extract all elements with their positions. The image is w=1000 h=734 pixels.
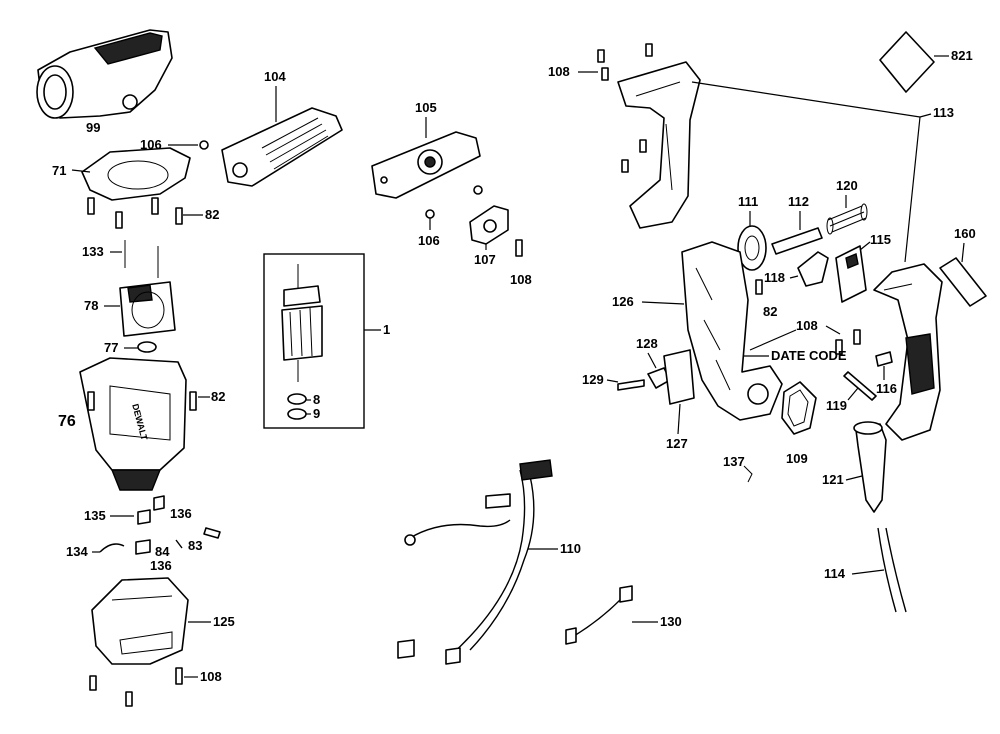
part-133-long-screws	[124, 240, 159, 278]
label-136-b: 136	[150, 558, 172, 573]
part-71-baffle	[81, 147, 191, 201]
part-125-rear-cap	[91, 577, 189, 665]
label-130: 130	[660, 614, 682, 629]
part-82-screw-b	[87, 391, 197, 411]
part-handle-left-half	[617, 61, 701, 229]
part-160-label-strip	[939, 257, 987, 307]
part-106-screw-a	[199, 140, 209, 150]
label-134: 134	[66, 544, 88, 559]
label-113: 113	[933, 105, 954, 120]
label-120: 120	[836, 178, 858, 193]
label-106-b: 106	[418, 233, 440, 248]
label-127: 127	[666, 436, 688, 451]
part-120-spring	[826, 203, 868, 235]
label-78: 78	[84, 298, 98, 313]
label-821: 821	[951, 48, 973, 63]
label-118: 118	[764, 270, 785, 285]
part-114-power-cord	[877, 527, 907, 613]
part-82-screw-c	[755, 279, 763, 295]
label-126: 126	[612, 294, 634, 309]
part-105-gear-plate	[371, 131, 481, 199]
label-104: 104	[264, 69, 286, 84]
label-111: 111	[738, 194, 758, 209]
part-116-clamp	[875, 351, 893, 367]
part-109-gasket	[781, 381, 817, 435]
label-112: 112	[788, 194, 809, 209]
label-129: 129	[582, 372, 604, 387]
label-136-a: 136	[170, 506, 192, 521]
part-129-screw	[617, 379, 645, 391]
label-82-c: 82	[763, 304, 777, 319]
label-108-a: 108	[200, 669, 222, 684]
part-119-pin	[843, 371, 877, 401]
label-135: 135	[84, 508, 106, 523]
label-9: 9	[313, 406, 320, 421]
part-130-switch-wire	[565, 585, 633, 645]
part-1-armature-box	[263, 253, 365, 429]
label-114: 114	[824, 566, 846, 581]
label-128: 128	[636, 336, 658, 351]
part-99-nose-housing	[36, 29, 173, 119]
part-108-screws-bottom	[89, 667, 183, 707]
label-109: 109	[786, 451, 808, 466]
part-107-knob	[469, 205, 509, 245]
label-107: 107	[474, 252, 496, 267]
label-108-d: 108	[796, 318, 818, 333]
part-76-motor-housing: DEWALT	[79, 357, 187, 491]
label-108-b: 108	[510, 272, 532, 287]
label-137: 137	[723, 454, 745, 469]
label-133: 133	[82, 244, 104, 259]
part-821-label	[879, 31, 935, 93]
label-77: 77	[104, 340, 118, 355]
label-160: 160	[954, 226, 976, 241]
label-116: 116	[876, 381, 897, 396]
label-82-a: 82	[205, 207, 219, 222]
part-108-screws-right	[835, 329, 861, 355]
label-99: 99	[86, 120, 100, 135]
part-82-screws	[87, 197, 183, 229]
part-brush-holders	[99, 495, 221, 555]
label-8: 8	[313, 392, 320, 407]
label-108-c: 108	[548, 64, 570, 79]
label-105: 105	[415, 100, 437, 115]
part-118-slider	[797, 251, 829, 287]
label-84: 84	[155, 544, 170, 559]
label-82-b: 82	[211, 389, 225, 404]
part-106-screw-b	[425, 185, 483, 219]
part-111-bearing	[737, 225, 767, 271]
part-110-wire-harness	[397, 459, 553, 665]
label-110: 110	[560, 541, 581, 556]
part-127-bracket	[663, 349, 695, 405]
part-78-field-coil	[119, 281, 176, 337]
part-126-gear-housing	[681, 241, 783, 421]
label-121: 121	[822, 472, 844, 487]
part-77-ring	[137, 341, 157, 353]
part-108-screws-top	[597, 43, 653, 173]
label-1: 1	[383, 322, 390, 337]
part-108-screw-mid	[515, 239, 523, 257]
label-76: 76	[58, 413, 76, 430]
part-104-cover-plate	[221, 107, 343, 187]
label-71: 71	[52, 163, 66, 178]
part-121-cord-protector	[853, 421, 887, 513]
part-115-switch	[835, 245, 867, 303]
label-115: 115	[870, 232, 891, 247]
part-137-clip	[743, 465, 753, 483]
label-119: 119	[826, 398, 847, 413]
label-125: 125	[213, 614, 235, 629]
date-code-label: DATE CODE	[771, 348, 847, 363]
part-112-shaft	[771, 227, 823, 255]
part-handle-right-half	[873, 263, 943, 441]
label-83: 83	[188, 538, 202, 553]
